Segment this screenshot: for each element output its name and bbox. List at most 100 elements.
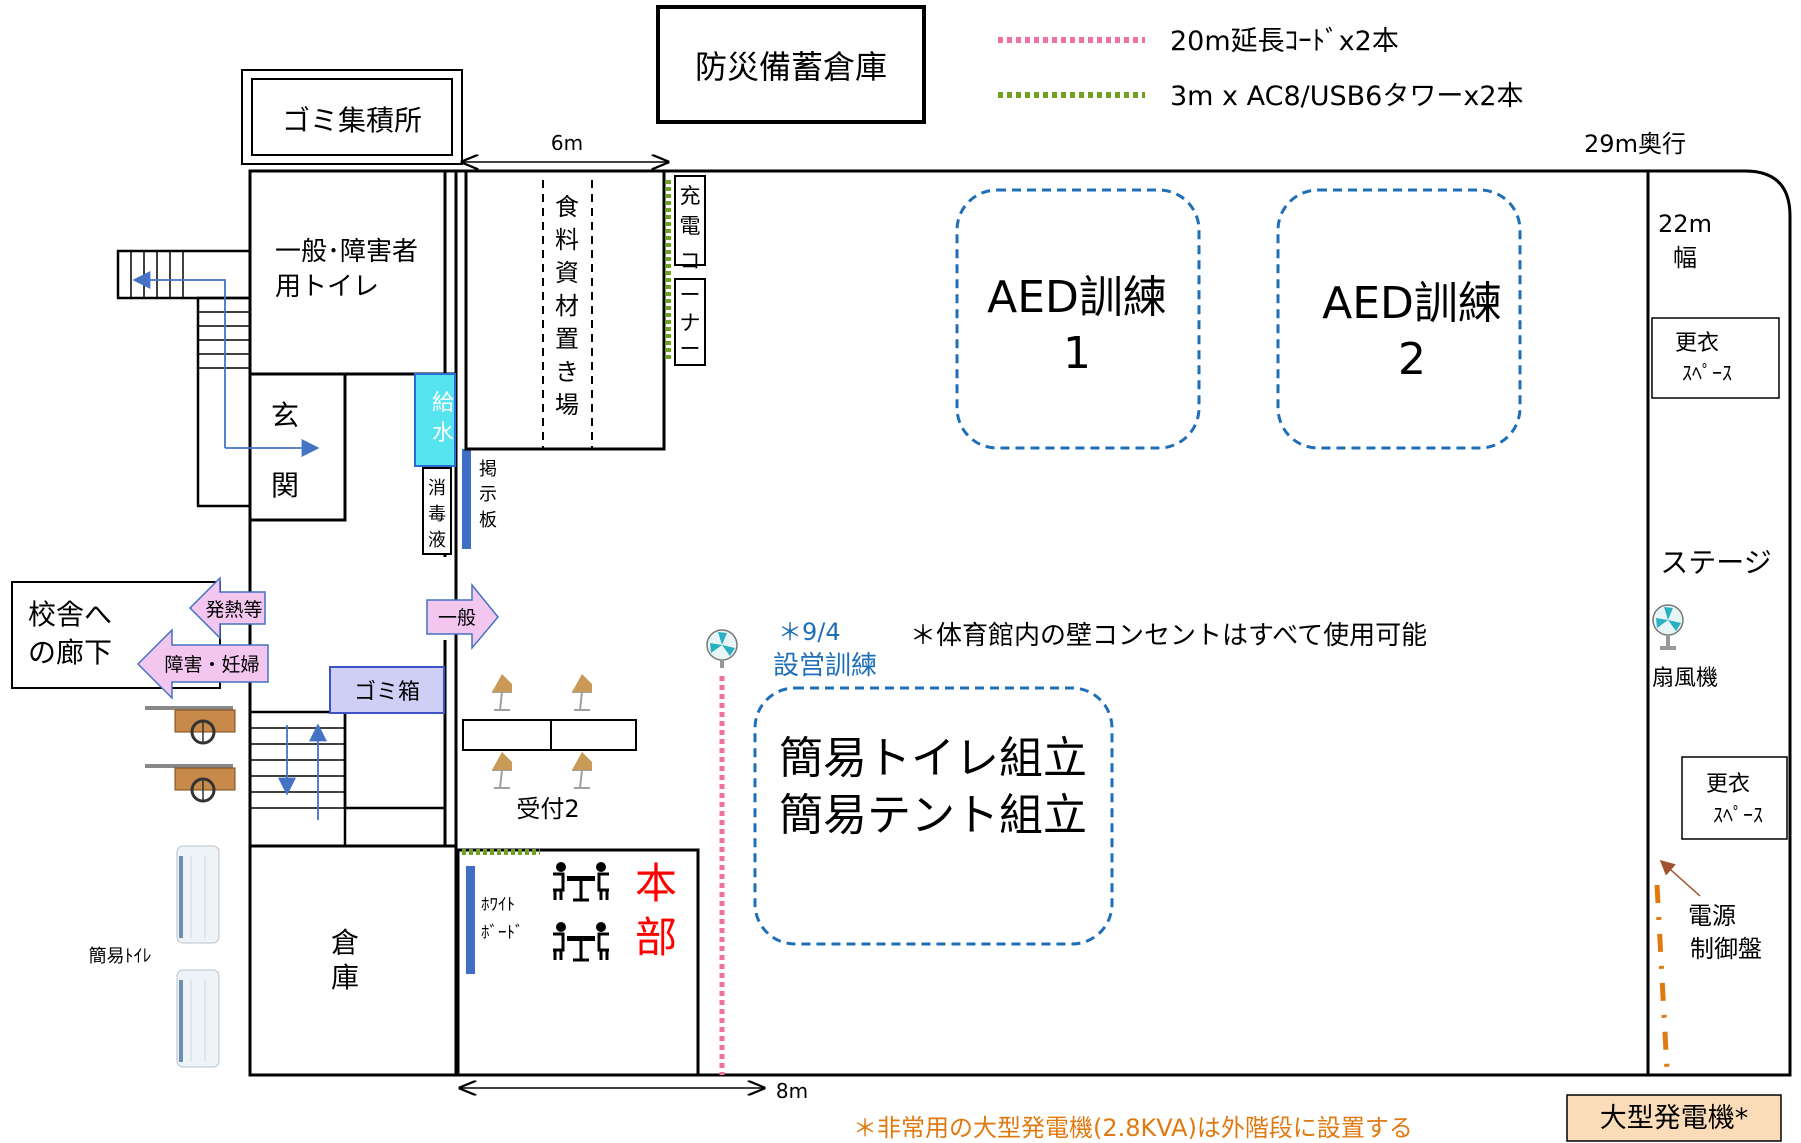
whiteboard-line1: ﾎﾜｲﾄ bbox=[481, 895, 515, 915]
aed1-line1: AED訓練 bbox=[987, 272, 1167, 323]
disabled-label: 障害・妊婦 bbox=[164, 654, 259, 676]
power-panel-line2: 制御盤 bbox=[1690, 935, 1762, 963]
dimension-width-top: 22m bbox=[1658, 210, 1712, 238]
aed-area-1: AED訓練 1 bbox=[955, 188, 1201, 450]
legend-pink-label: 20m延長ｺｰﾄﾞx2本 bbox=[1170, 26, 1399, 57]
bulletin-char-1: 掲 bbox=[479, 459, 497, 480]
charging-char-5: ナ bbox=[680, 311, 701, 335]
charging-char-3: コ bbox=[680, 249, 701, 273]
dimension-6m: 6m bbox=[551, 131, 583, 155]
corridor-line2: の廊下 bbox=[28, 636, 112, 669]
dimension-width-bottom: 幅 bbox=[1673, 244, 1697, 272]
food-storage: 食 料 資 材 置 き 場 bbox=[464, 169, 666, 451]
food-char-1: 食 bbox=[555, 193, 579, 221]
food-char-6: き bbox=[555, 358, 579, 386]
hq-char-2: 部 bbox=[635, 913, 677, 962]
water-char-2: 水 bbox=[432, 421, 454, 446]
food-char-7: 場 bbox=[555, 391, 579, 419]
meeting-table-icon bbox=[553, 922, 609, 962]
fever-arrow: 発熱等 bbox=[188, 576, 266, 640]
reception-2: 受付2 bbox=[462, 674, 637, 823]
warehouse-char-2: 庫 bbox=[331, 961, 359, 994]
accessible-toilet: 一般･障害者 用トイレ bbox=[275, 237, 418, 302]
portable-toilet-icon bbox=[176, 845, 220, 944]
chair-icon bbox=[572, 674, 592, 711]
fever-label: 発熱等 bbox=[205, 599, 262, 621]
stage-label: ステージ bbox=[1660, 546, 1771, 579]
entrance-char-1: 玄 bbox=[271, 399, 299, 432]
tent-assembly: 簡易テント組立 bbox=[779, 790, 1087, 841]
toilet-tent-area: 簡易トイレ組立 簡易テント組立 bbox=[753, 686, 1114, 946]
cart-icon bbox=[145, 764, 236, 803]
whiteboard-line2: ﾎﾞｰﾄﾞ bbox=[481, 923, 524, 943]
aed2-line2: 2 bbox=[1398, 334, 1426, 385]
setup-label: 設営訓練 bbox=[773, 651, 877, 681]
disinfectant-char-2: 毒 bbox=[428, 504, 446, 525]
changing1-line1: 更衣 bbox=[1675, 331, 1719, 356]
power-cable bbox=[1654, 884, 1670, 1071]
chair-icon bbox=[492, 674, 512, 711]
bulletin-board: 掲 示 板 bbox=[462, 449, 497, 549]
disinfectant: 消 毒 液 bbox=[422, 467, 452, 555]
trash-box-label: ゴミ箱 bbox=[354, 680, 420, 705]
garbage-area-label: ゴミ集積所 bbox=[282, 104, 422, 137]
food-char-2: 料 bbox=[555, 226, 579, 254]
general-arrow: 一般 bbox=[426, 582, 499, 651]
dimension-8m: 8m bbox=[776, 1079, 808, 1103]
entrance-char-2: 関 bbox=[271, 469, 299, 502]
reception-2-label: 受付2 bbox=[516, 795, 579, 823]
hq-char-1: 本 bbox=[635, 859, 677, 908]
entrance-flow-arrow bbox=[132, 271, 226, 448]
charging-corner: 充 電 コ ー ナ ー bbox=[665, 175, 706, 366]
dimension-depth: 29m奥行 bbox=[1584, 130, 1686, 158]
warehouse-char-1: 倉 bbox=[331, 926, 359, 959]
food-char-5: 置 bbox=[555, 325, 579, 353]
bulletin-char-2: 示 bbox=[479, 484, 497, 505]
outlet-note: ＊体育館内の壁コンセントはすべて使用可能 bbox=[910, 621, 1427, 651]
power-pointer-arrow bbox=[1659, 859, 1701, 897]
disinfectant-char-1: 消 bbox=[428, 478, 446, 499]
disinfectant-char-3: 液 bbox=[428, 530, 446, 551]
aed2-line1: AED訓練 bbox=[1322, 278, 1502, 329]
legend: 20m延長ｺｰﾄﾞx2本 3m x AC8/USB6タワーx2本 bbox=[998, 26, 1524, 112]
changing2-line2: ｽﾍﾟｰｽ bbox=[1713, 803, 1763, 827]
changing-space-2: 更衣 ｽﾍﾟｰｽ bbox=[1681, 756, 1788, 840]
corridor-line1: 校舎へ bbox=[28, 598, 112, 631]
chair-icon bbox=[572, 752, 592, 789]
entrance: 玄 関 bbox=[271, 399, 299, 502]
changing-space-1: 更衣 ｽﾍﾟｰｽ bbox=[1651, 317, 1780, 399]
portable-toilet-icon bbox=[176, 969, 220, 1068]
setup-date: ＊9/4 bbox=[778, 618, 841, 646]
garbage-area: ゴミ集積所 bbox=[241, 69, 463, 165]
fan-icon bbox=[706, 629, 738, 668]
general-label: 一般 bbox=[438, 607, 476, 629]
storage-title: 防災備蓄倉庫 bbox=[695, 48, 887, 86]
fan-icon bbox=[1652, 604, 1684, 650]
gym-outline bbox=[248, 169, 1792, 1077]
disabled-arrow: 障害・妊婦 bbox=[136, 628, 269, 700]
charging-char-1: 充 bbox=[680, 184, 701, 208]
toilet-label-line1: 一般･障害者 bbox=[275, 237, 418, 267]
inner-staircase bbox=[248, 710, 447, 848]
food-char-3: 資 bbox=[555, 259, 579, 287]
toilet-assembly: 簡易トイレ組立 bbox=[779, 733, 1087, 784]
headquarters: ﾎﾜｲﾄ ﾎﾞｰﾄﾞ 本 部 bbox=[456, 848, 700, 1077]
fan-label: 扇風機 bbox=[1652, 666, 1718, 691]
meeting-table-icon bbox=[553, 862, 609, 902]
changing1-line2: ｽﾍﾟｰｽ bbox=[1682, 361, 1732, 385]
generator-box: 大型発電機* bbox=[1566, 1094, 1782, 1142]
bulletin-char-3: 板 bbox=[479, 510, 497, 531]
charging-char-2: 電 bbox=[680, 214, 701, 238]
generator-label: 大型発電機* bbox=[1600, 1103, 1749, 1134]
changing2-line1: 更衣 bbox=[1706, 772, 1750, 797]
charging-char-4: ー bbox=[680, 283, 701, 307]
storage-title-box: 防災備蓄倉庫 bbox=[656, 5, 926, 124]
cart-icon bbox=[145, 706, 236, 745]
power-panel-line1: 電源 bbox=[1688, 902, 1736, 930]
portable-toilet-label: 簡易ﾄｲﾚ bbox=[89, 946, 152, 967]
water-supply: 給 水 bbox=[414, 373, 456, 467]
charging-char-6: ー bbox=[680, 337, 701, 361]
whiteboard bbox=[466, 866, 475, 974]
food-char-4: 材 bbox=[555, 292, 579, 320]
chair-icon bbox=[492, 752, 512, 789]
